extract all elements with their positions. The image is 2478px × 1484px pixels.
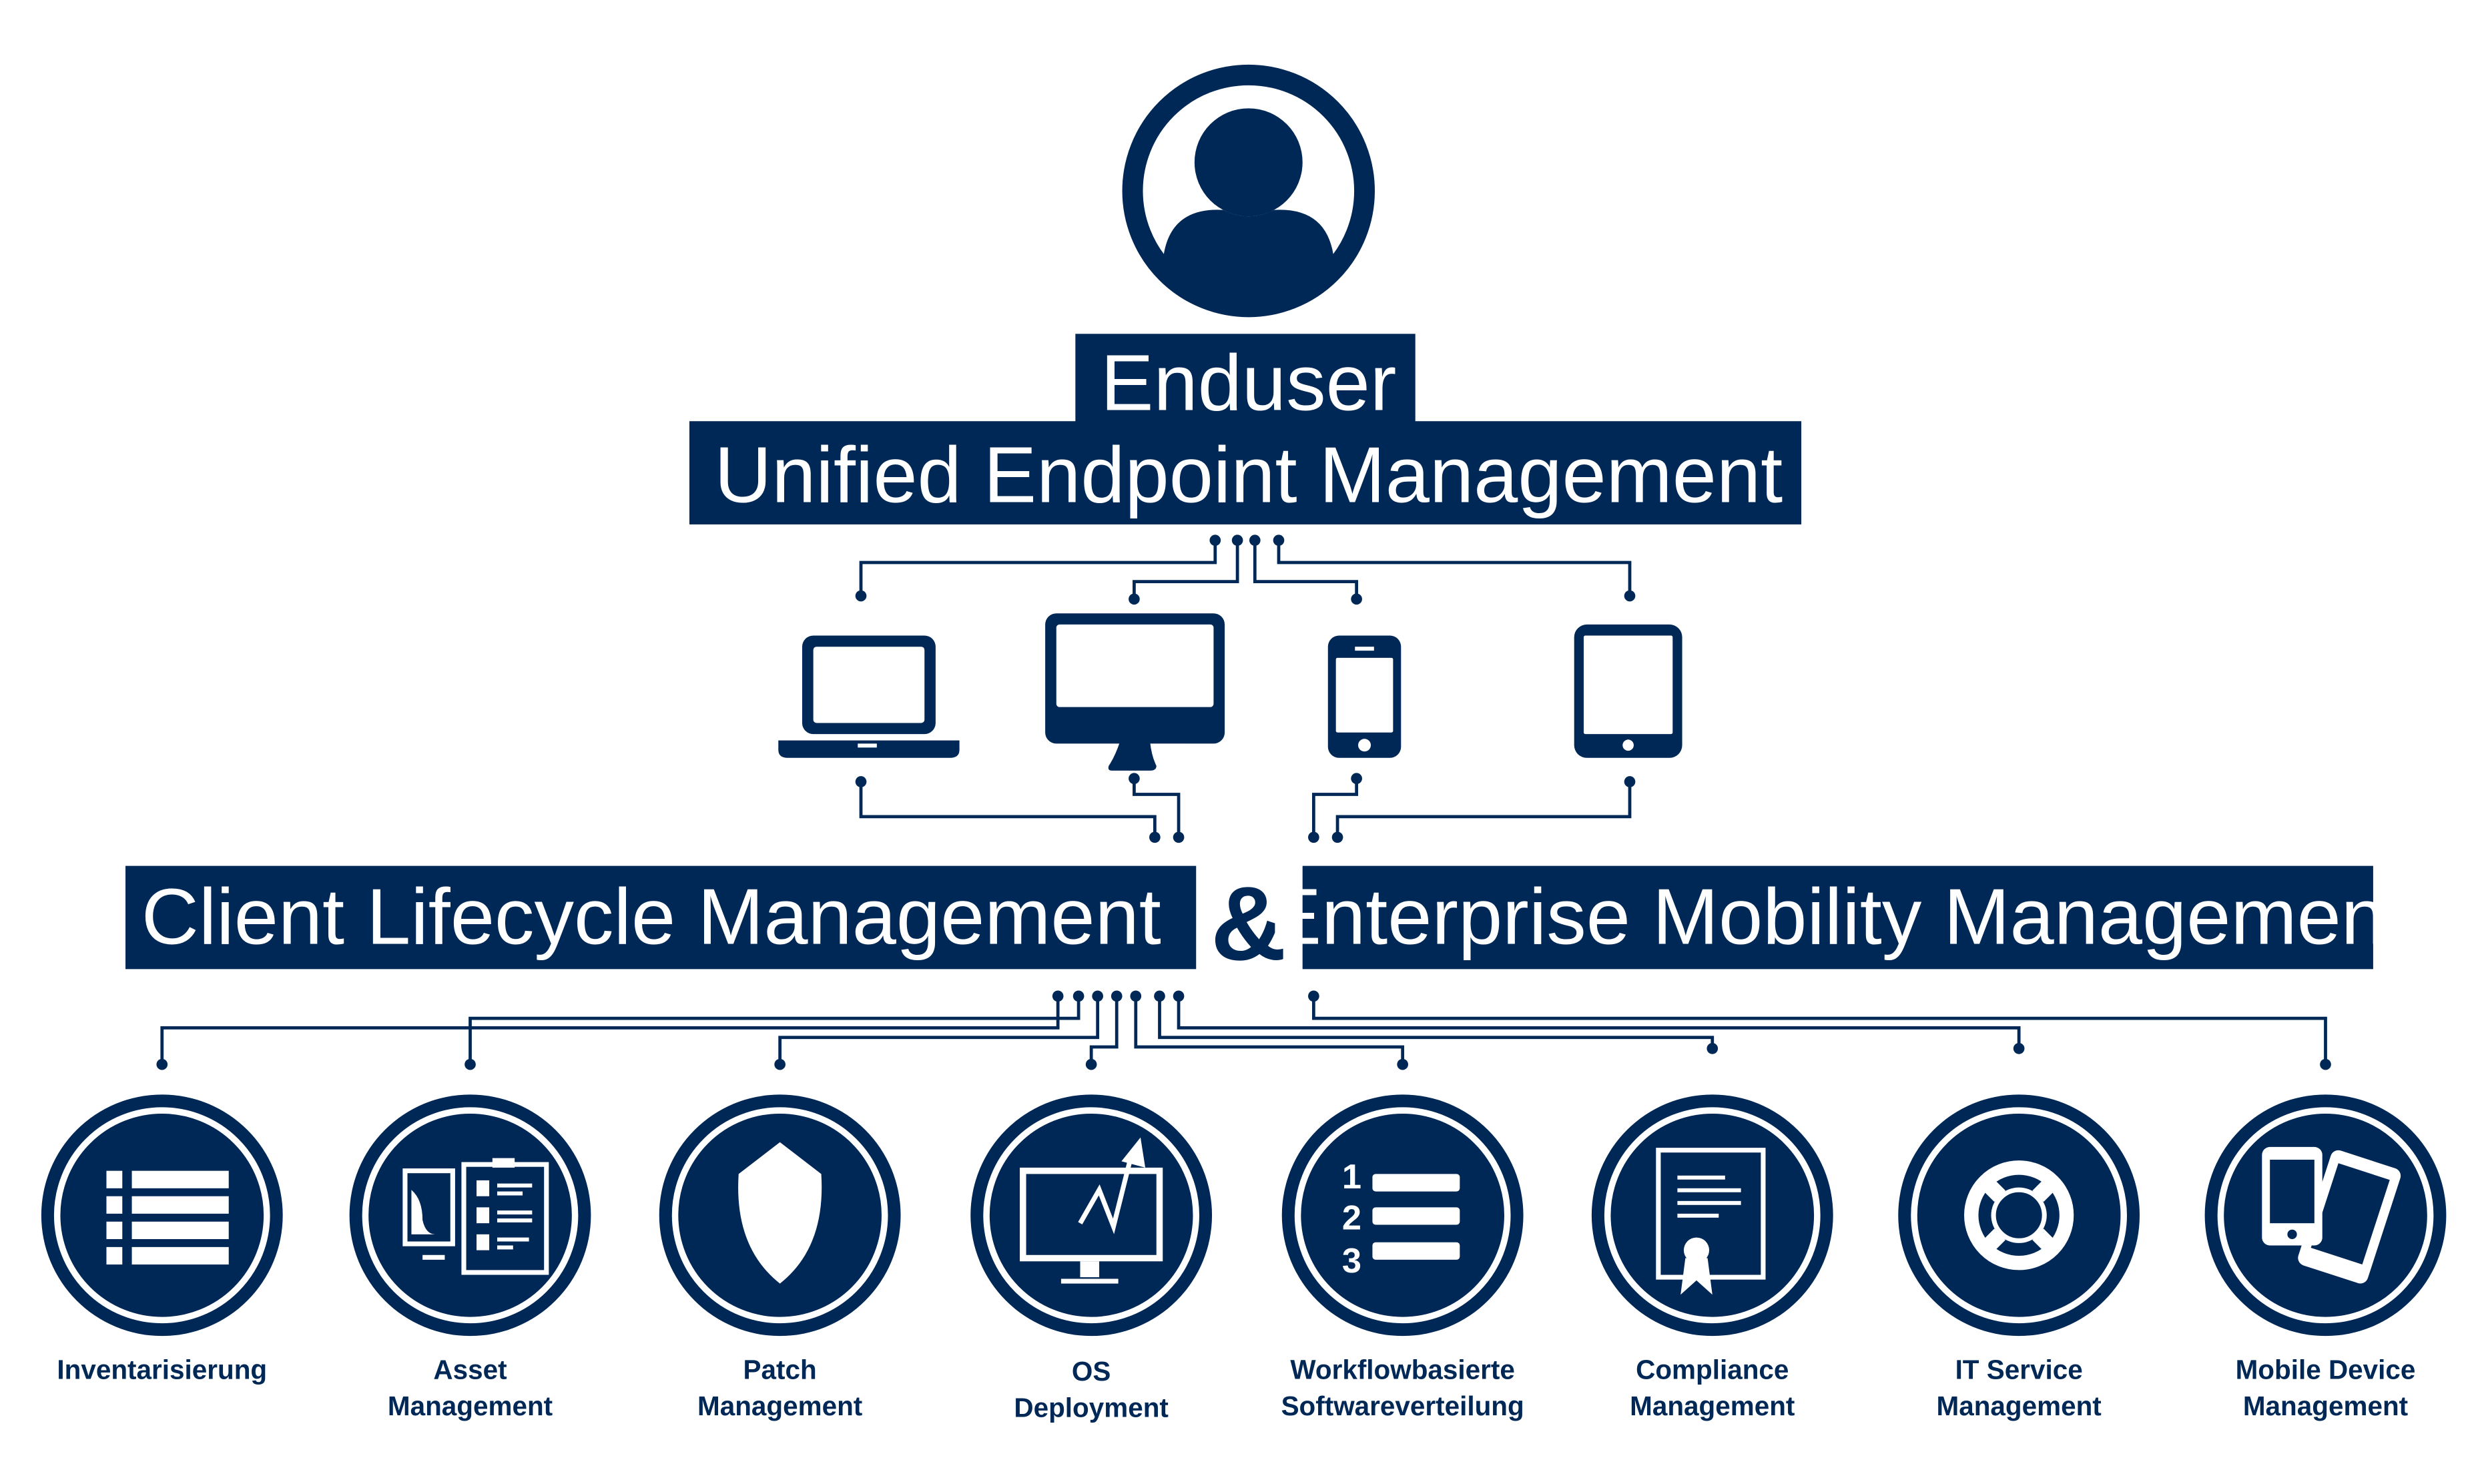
desktop-monitor-icon	[1045, 613, 1225, 771]
asset-clipboard-icon	[402, 1158, 549, 1275]
top-connectors	[855, 534, 1636, 605]
emm-box	[1302, 865, 2373, 970]
module-label: Workflowbasierte	[1290, 1354, 1514, 1385]
module-label: Management	[388, 1391, 553, 1421]
shield-icon	[738, 1142, 822, 1284]
list-icon	[106, 1170, 229, 1265]
svg-text:3: 3	[1342, 1242, 1361, 1280]
module-patch-management[interactable]: Patch Management	[659, 1094, 901, 1421]
module-mobile-device-management[interactable]: Mobile Device Management	[2204, 1094, 2447, 1421]
numbered-list-icon: 1 2 3	[1342, 1158, 1460, 1280]
module-connectors	[156, 990, 2331, 1070]
ampersand: &	[1211, 865, 1286, 982]
module-label: IT Service	[1955, 1354, 2083, 1385]
clm-box	[125, 865, 1197, 970]
module-compliance-management[interactable]: Compliance Management	[1591, 1094, 1833, 1421]
lifebuoy-icon	[1964, 1160, 2074, 1270]
mobile-devices-icon	[2262, 1146, 2401, 1284]
certificate-icon	[1656, 1148, 1766, 1295]
module-label: Compliance	[1636, 1354, 1789, 1385]
uem-title: Unified Endpoint Management	[714, 431, 1783, 520]
module-asset-management[interactable]: Asset Management	[349, 1094, 591, 1421]
module-label: Asset	[433, 1354, 507, 1385]
module-label: Mobile Device	[2236, 1354, 2416, 1385]
module-label: Management	[1630, 1391, 1795, 1421]
laptop-icon	[778, 635, 960, 758]
module-it-service-management[interactable]: IT Service Management	[1898, 1094, 2140, 1421]
svg-text:2: 2	[1342, 1199, 1361, 1238]
svg-text:1: 1	[1342, 1158, 1361, 1196]
monitor-chart-icon	[1020, 1137, 1163, 1284]
module-label: Softwareverteilung	[1281, 1391, 1524, 1421]
user-icon	[1122, 64, 1375, 318]
uem-box	[689, 421, 1802, 524]
module-label: OS	[1072, 1356, 1111, 1387]
module-label: Deployment	[1014, 1393, 1169, 1423]
smartphone-icon	[1327, 635, 1402, 758]
module-softwareverteilung[interactable]: 1 2 3 Workflowbasierte Softwareverteilun…	[1281, 1094, 1524, 1421]
module-inventarisierung[interactable]: Inventarisierung	[41, 1094, 283, 1385]
device-connectors	[855, 773, 1636, 843]
tablet-icon	[1574, 624, 1682, 758]
enduser-box	[1075, 334, 1416, 426]
module-label: Management	[1937, 1391, 2102, 1421]
enduser-title: Enduser	[1101, 339, 1396, 428]
module-os-deployment[interactable]: OS Deployment	[970, 1094, 1213, 1423]
emm-title: Enterprise Mobility Management	[1269, 872, 2407, 961]
module-label: Inventarisierung	[57, 1354, 267, 1385]
module-label: Management	[697, 1391, 862, 1421]
clm-title: Client Lifecycle Management	[141, 872, 1161, 961]
module-label: Patch	[743, 1354, 817, 1385]
module-label: Management	[2243, 1391, 2408, 1421]
